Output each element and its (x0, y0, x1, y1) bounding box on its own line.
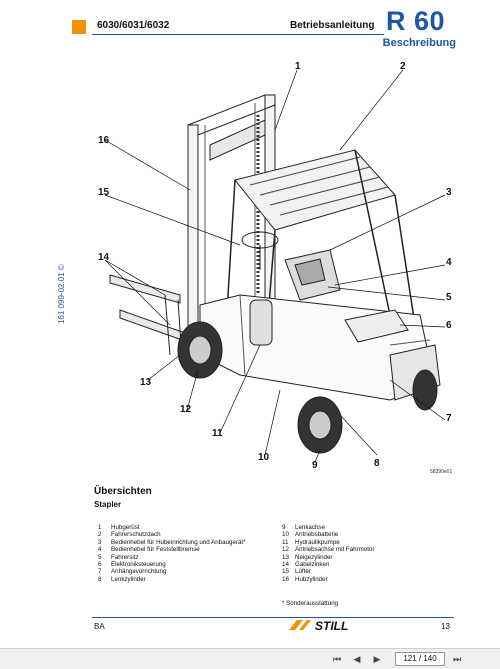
callout-5: 5 (446, 292, 452, 303)
callout-8: 8 (374, 458, 380, 469)
viewer-toolbar: ⏮ ◀ ▶ 121 / 140 ⏭ (0, 648, 500, 669)
image-code: 58390e01 (430, 469, 452, 475)
callout-16: 16 (98, 135, 110, 146)
model-name: R 60 (386, 6, 446, 36)
orange-marker (72, 20, 86, 34)
manual-title: Betriebsanleitung (290, 20, 375, 31)
callout-7: 7 (446, 413, 452, 424)
callout-1: 1 (295, 61, 301, 72)
forklift-diagram: 1 2 3 4 5 6 7 8 9 10 11 12 13 14 15 16 5… (98, 61, 452, 475)
last-page-icon[interactable]: ⏭ (452, 653, 462, 664)
callout-4: 4 (446, 257, 452, 268)
overview-subheading: Stapler (94, 500, 122, 509)
callout-6: 6 (446, 320, 452, 331)
callout-15: 15 (98, 187, 110, 198)
still-logo: STILL (289, 619, 348, 632)
page-number: 13 (441, 622, 450, 631)
footer-rule (92, 617, 454, 618)
section-title: Beschreibung (382, 37, 456, 49)
previous-page-icon[interactable]: ◀ (353, 653, 361, 664)
first-page-icon[interactable]: ⏮ (332, 653, 342, 664)
document-code: 161 099-02.01 © (57, 264, 66, 324)
callout-13: 13 (140, 377, 152, 388)
callout-14: 14 (98, 252, 110, 263)
header-rule (92, 34, 384, 35)
svg-text:STILL: STILL (315, 619, 348, 632)
callout-3: 3 (446, 187, 452, 198)
next-page-icon[interactable]: ▶ (373, 653, 381, 664)
callout-11: 11 (212, 428, 223, 439)
callout-12: 12 (180, 404, 192, 415)
callout-2: 2 (400, 61, 406, 72)
footer-label: BA (94, 622, 105, 631)
footnote: * Sonderausstattung (282, 600, 339, 607)
page-indicator[interactable]: 121 / 140 (395, 652, 445, 666)
overview-heading: Übersichten (94, 486, 152, 497)
callout-10: 10 (258, 452, 270, 463)
model-list: 6030/6031/6032 (97, 20, 170, 31)
callout-9: 9 (312, 460, 318, 471)
